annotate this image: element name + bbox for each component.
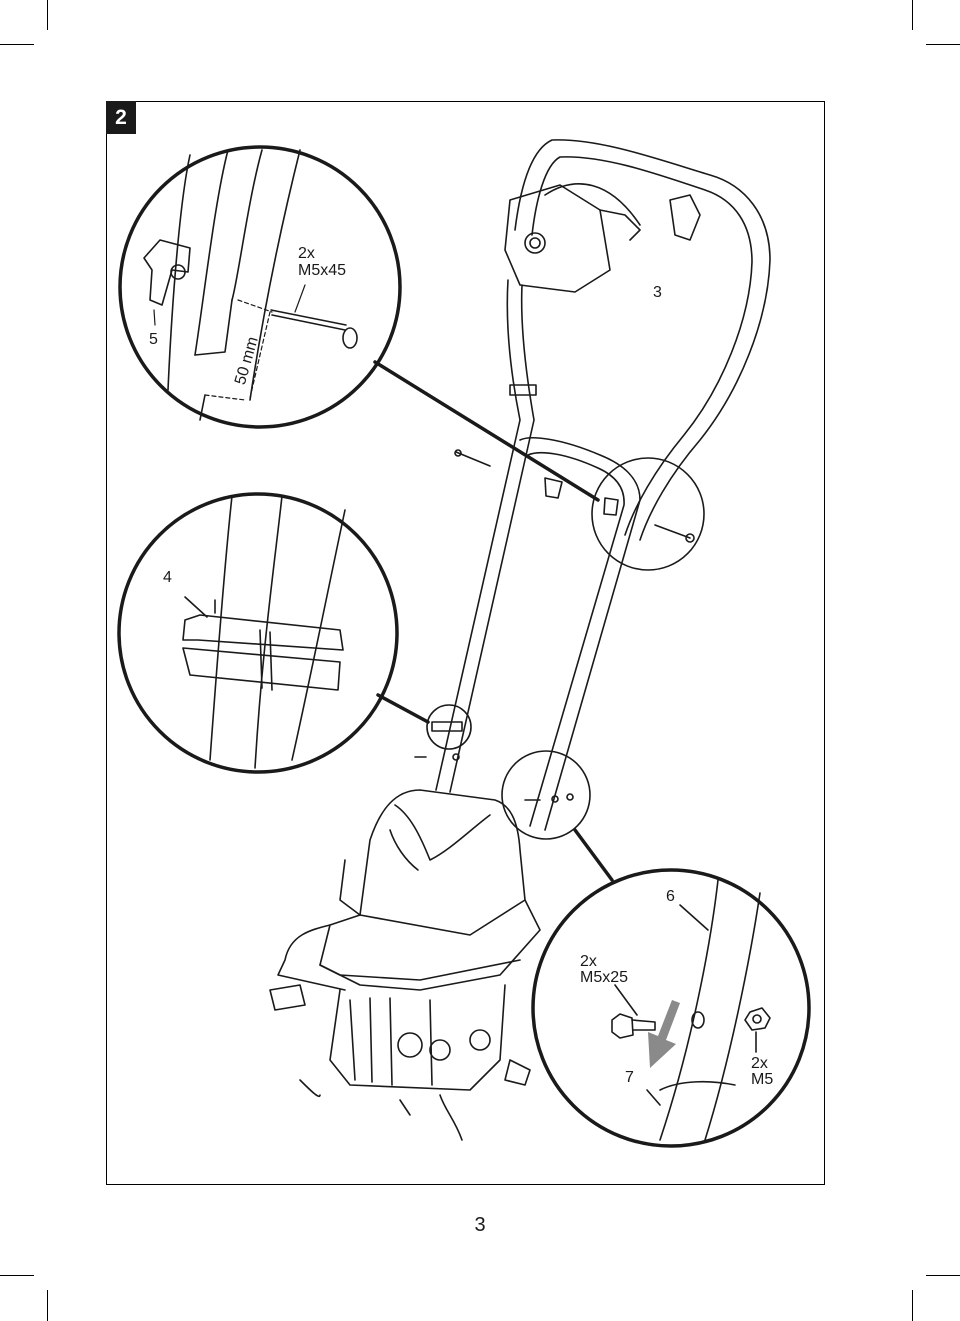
crop-mark [47, 0, 48, 30]
crop-mark [0, 1275, 34, 1276]
label-part-3: 3 [653, 284, 662, 301]
crop-mark [912, 1290, 913, 1321]
label-part-4: 4 [163, 569, 172, 586]
label-part-5: 5 [149, 331, 158, 348]
label-nut-size: M5 [751, 1071, 774, 1088]
label-bolt-bottom-qty: 2x [580, 953, 597, 970]
detail-ring-bolt [591, 457, 705, 571]
figure-frame [106, 101, 825, 1185]
tiller-drawing [269, 139, 771, 1141]
crop-mark [912, 0, 913, 30]
label-bolt-top-qty: 2x [298, 245, 315, 262]
detail-bolt-m5x45 [118, 145, 402, 429]
crop-mark [0, 44, 34, 45]
page-number: 3 [474, 1214, 486, 1236]
label-part-7: 7 [625, 1069, 634, 1086]
label-bolt-top-size: M5x45 [298, 262, 347, 279]
crop-mark [926, 1275, 960, 1276]
figure-number-badge: 2 [106, 101, 136, 134]
detail-ring-lower-bolt [501, 750, 591, 840]
detail-ring-clip [426, 704, 472, 750]
crop-mark [926, 44, 960, 45]
label-nut-qty: 2x [751, 1055, 768, 1072]
crop-mark [47, 1290, 48, 1321]
direction-arrow-icon [648, 1000, 680, 1068]
label-part-6: 6 [666, 888, 675, 905]
detail-cable-clip [117, 492, 399, 774]
label-bolt-bottom-size: M5x25 [580, 969, 629, 986]
detail-bolt-m5x25 [531, 868, 811, 1148]
